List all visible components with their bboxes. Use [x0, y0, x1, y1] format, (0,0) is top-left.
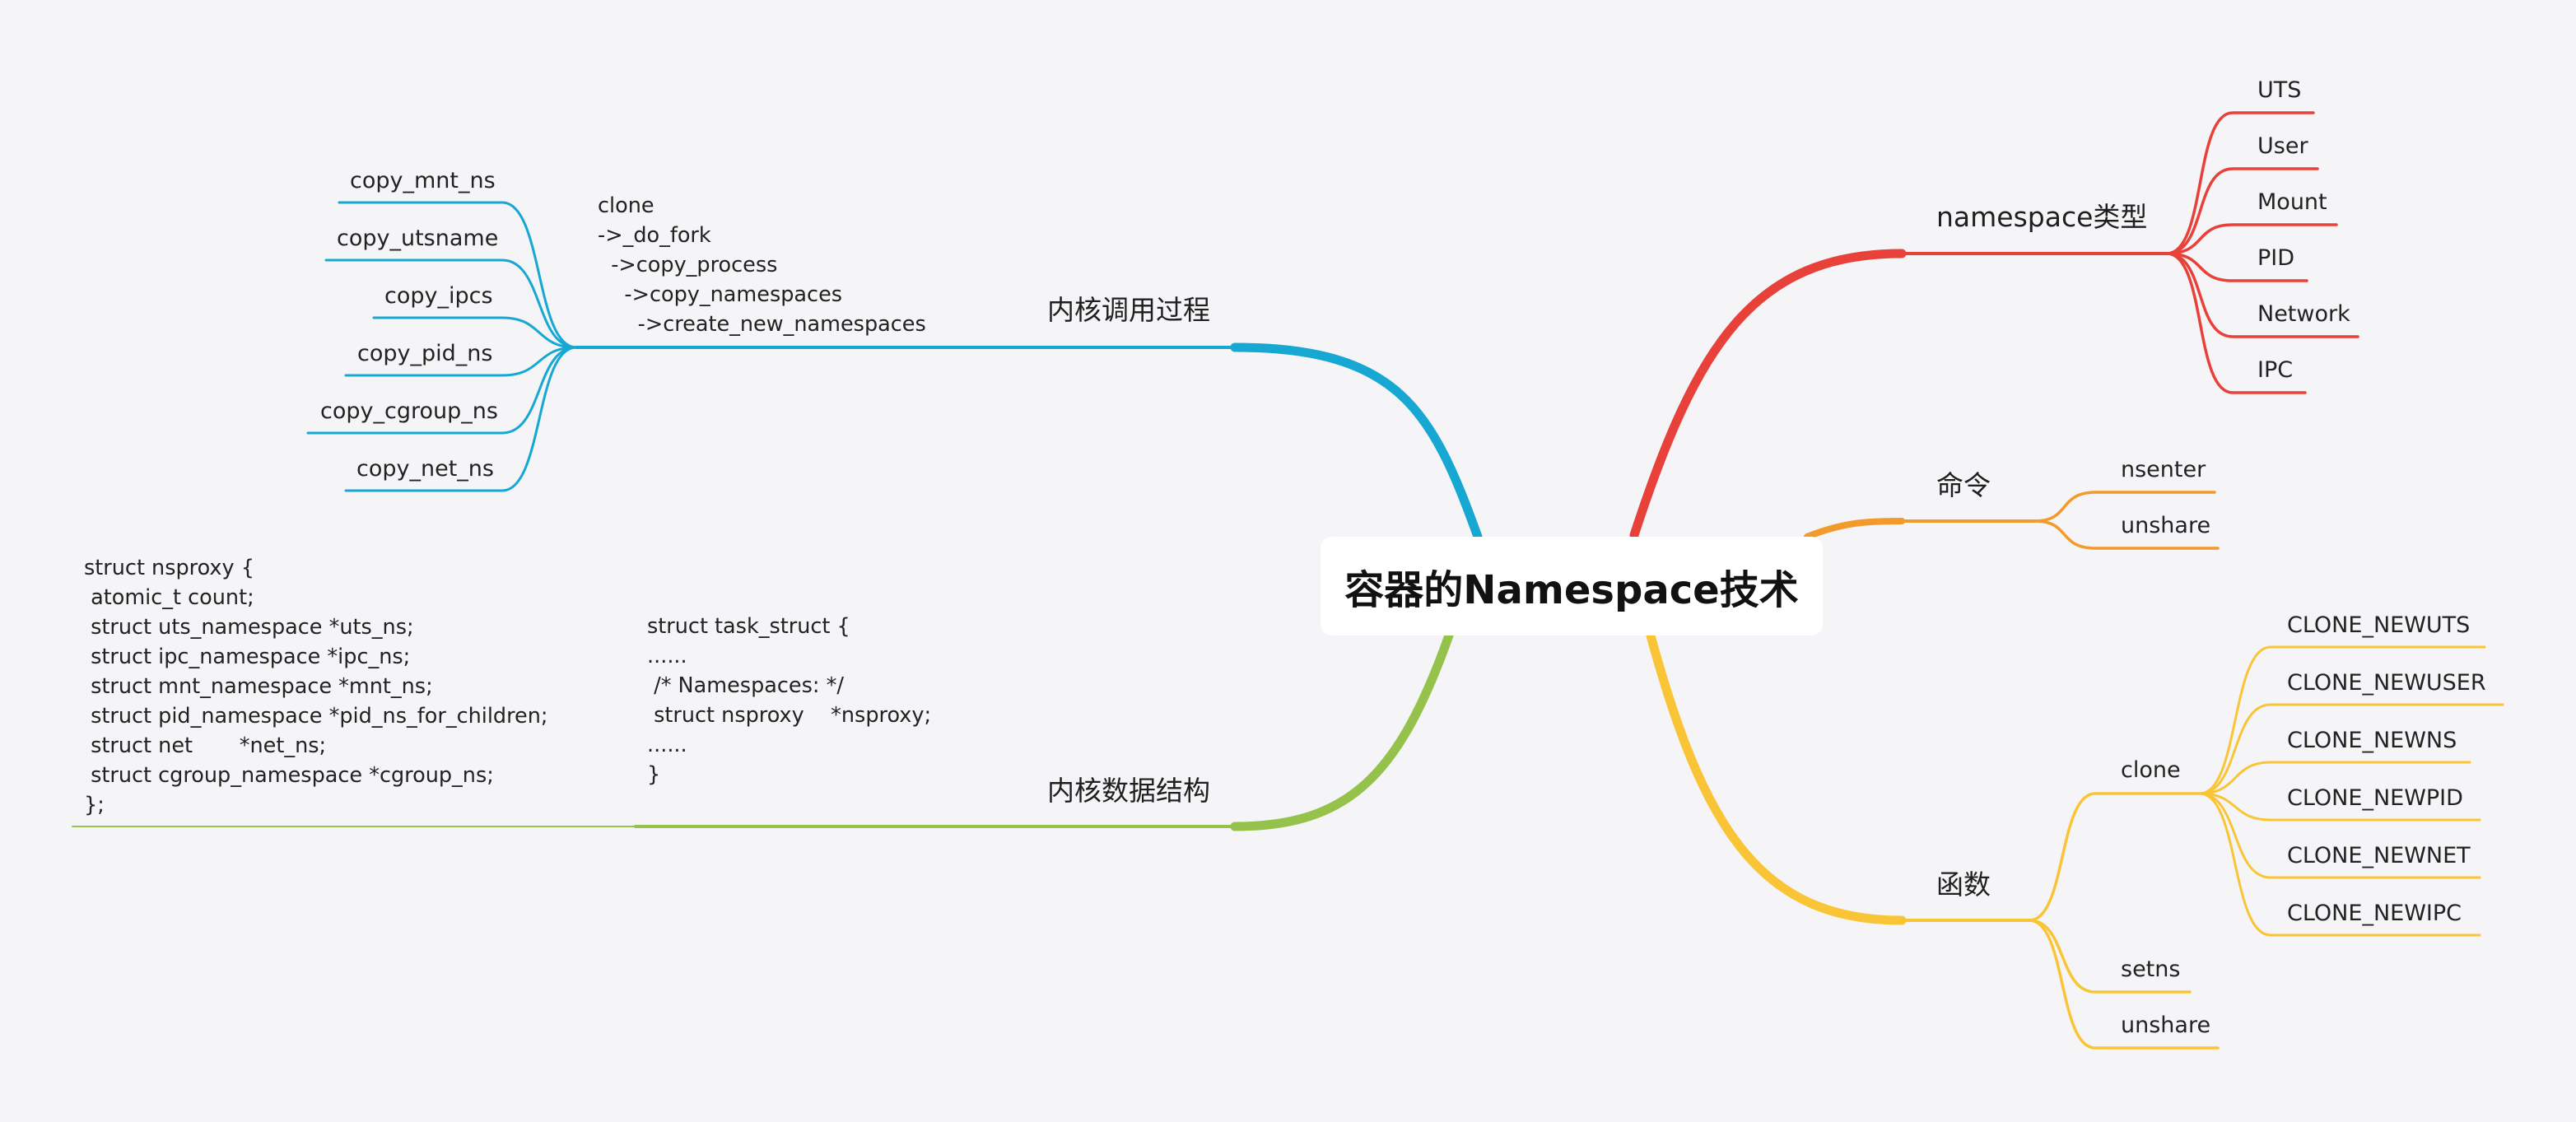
link-fn-unshare [2028, 919, 2220, 1050]
leaf-mount[interactable]: Mount [2257, 189, 2327, 215]
nsproxy-struct-code: struct nsproxy { atomic_t count; struct … [84, 556, 548, 817]
leaf-clone-newuts[interactable]: CLONE_NEWUTS [2287, 612, 2471, 638]
link-ipc [2165, 252, 2307, 394]
central-topic[interactable]: 容器的Namespace技术 [1321, 537, 1823, 635]
link-center-kernel-calls [1230, 342, 1483, 542]
leaf-ipc[interactable]: IPC [2257, 357, 2294, 383]
leaf-copy-mnt-ns[interactable]: copy_mnt_ns [350, 168, 496, 193]
central-topic-title: 容器的Namespace技术 [1344, 567, 1799, 613]
leaf-nsenter[interactable]: nsenter [2121, 457, 2206, 482]
leaf-network[interactable]: Network [2257, 301, 2350, 327]
link-network [2165, 252, 2359, 338]
leaf-copy-net-ns[interactable]: copy_net_ns [356, 456, 494, 482]
leaf-copy-cgroup-ns[interactable]: copy_cgroup_ns [320, 398, 498, 424]
leaf-clone-newpid[interactable]: CLONE_NEWPID [2287, 785, 2463, 811]
link-setns [2028, 919, 2192, 994]
link-copy-utsname [324, 258, 578, 349]
link-center-ns-types [1629, 249, 1907, 540]
leaf-clone-newns[interactable]: CLONE_NEWNS [2287, 728, 2457, 753]
leaf-pid[interactable]: PID [2257, 245, 2295, 271]
link-copy-net-ns [344, 346, 578, 492]
leaf-copy-ipcs[interactable]: copy_ipcs [384, 283, 493, 309]
link-copy-pid-ns [344, 346, 578, 377]
link-clone-newpid [2198, 792, 2481, 822]
link-clone-newuts [2198, 645, 2486, 795]
link-clone-newuser [2198, 703, 2504, 795]
leaf-clone-newipc[interactable]: CLONE_NEWIPC [2287, 901, 2462, 926]
link-clone-newns [2198, 761, 2471, 795]
link-clone [2028, 792, 2201, 922]
leaf-command-unshare[interactable]: unshare [2121, 513, 2211, 538]
link-copy-ipcs [372, 316, 578, 349]
link-user [2165, 167, 2319, 255]
leaf-clone[interactable]: clone [2121, 757, 2181, 783]
leaf-setns[interactable]: setns [2121, 957, 2181, 982]
link-center-commands [1804, 518, 1905, 540]
leaf-clone-newnet[interactable]: CLONE_NEWNET [2287, 843, 2471, 868]
topic-namespace-types[interactable]: namespace类型 [1936, 201, 2148, 233]
leaf-uts[interactable]: UTS [2257, 77, 2302, 103]
leaf-clone-newuser[interactable]: CLONE_NEWUSER [2287, 670, 2486, 696]
link-nsenter [2033, 491, 2216, 523]
ns-types-leaf-links [2165, 111, 2359, 394]
link-pid [2165, 252, 2308, 282]
kernel-call-chain: clone ->_do_fork ->copy_process ->copy_n… [598, 193, 926, 337]
leaf-user[interactable]: User [2257, 133, 2308, 159]
topic-functions[interactable]: 函数 [1936, 868, 1991, 901]
topic-kernel-data-structures[interactable]: 内核数据结构 [1047, 775, 1210, 807]
link-cmd-unshare [2033, 519, 2220, 550]
link-clone-newnet [2198, 792, 2481, 879]
task-struct-code: struct task_struct { ...... /* Namespace… [647, 614, 932, 787]
commands-leaf-links [2033, 491, 2220, 550]
link-center-functions [1646, 631, 1907, 925]
link-center-kernel-data [1230, 631, 1454, 831]
link-mount [2165, 223, 2338, 255]
topic-commands[interactable]: 命令 [1936, 469, 1991, 501]
link-copy-mnt-ns [338, 201, 578, 349]
functions-leaf-links [2028, 792, 2220, 1050]
link-copy-cgroup-ns [306, 346, 578, 435]
leaf-copy-pid-ns[interactable]: copy_pid_ns [357, 341, 493, 366]
leaf-copy-utsname[interactable]: copy_utsname [337, 226, 499, 251]
kernel-calls-leaf-links [306, 201, 578, 492]
clone-flag-links [2198, 645, 2504, 937]
leaf-function-unshare[interactable]: unshare [2121, 1013, 2211, 1038]
topic-kernel-call-process[interactable]: 内核调用过程 [1047, 294, 1210, 326]
link-uts [2165, 111, 2315, 255]
link-clone-newipc [2198, 792, 2481, 937]
